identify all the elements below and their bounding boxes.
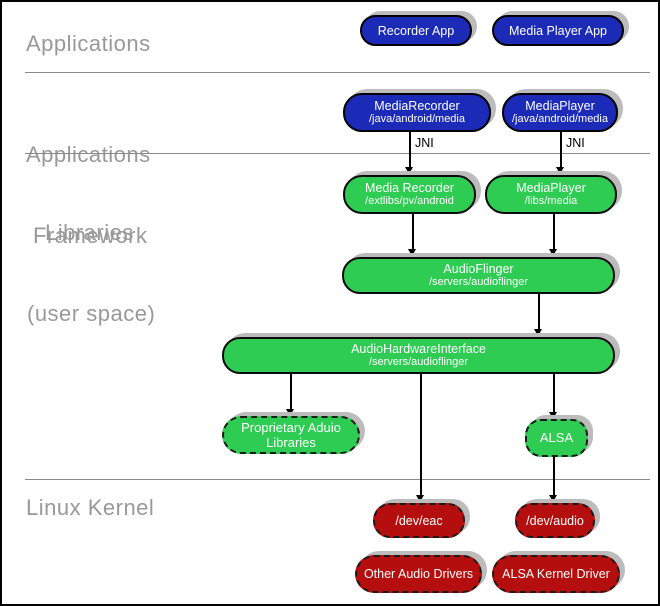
connector-ahi-deveac [420,374,422,496]
node-title: Media Recorder [365,181,454,195]
arrowhead-icon [408,249,416,256]
node-subtitle: /java/android/media [511,113,608,125]
node-alsa-kernel-driver: ALSA Kernel Driver [492,555,620,593]
node-title: AudioHardwareInterface [351,342,486,356]
node-subtitle: /libs/media [524,195,578,207]
layer-divider-1 [25,72,650,73]
layer-divider-2 [25,153,650,154]
node-subtitle: /extlibs/pv/android [365,195,454,207]
arrowhead-icon [286,409,294,416]
node-title: ALSA [539,430,574,445]
node-dev-eac: /dev/eac [373,503,465,538]
layer-label-line: Framework [33,223,148,248]
arrowhead-icon [405,167,413,174]
node-dev-audio: /dev/audio [515,503,595,538]
connector-audioflinger-ahi [538,294,540,331]
layer-label-applications: Applications [26,31,151,56]
connector-ahi-alsa [553,374,555,414]
arrowhead-icon [549,249,557,256]
node-title: /dev/eac [395,513,443,528]
connector-mediaplayer-audioflinger [553,213,555,251]
node-title: MediaPlayer [525,99,595,113]
node-audio-hardware-interface: AudioHardwareInterface /servers/audiofli… [222,337,615,374]
jni-label-left: JNI [415,136,434,150]
layer-label-line: Libraries [45,220,134,245]
node-title: ALSA Kernel Driver [502,567,610,581]
node-subtitle: /java/android/media [368,113,465,125]
connector-alsa-devaudio [553,457,555,497]
layer-label-linux-kernel: Linux Kernel [26,495,155,520]
connector-mediaplayer-jni [560,131,562,169]
layer-label-libraries: Libraries (user space) [27,165,155,381]
arrowhead-icon [556,167,564,174]
node-title: Media Player App [509,23,607,38]
jni-label-right: JNI [566,136,585,150]
layer-divider-3 [25,479,650,480]
node-alsa: ALSA [525,419,588,457]
node-mediaplayer-framework: MediaPlayer /java/android/media [502,93,618,132]
node-audioflinger: AudioFlinger /servers/audioflinger [342,257,615,294]
node-media-recorder-lib: Media Recorder /extlibs/pv/android [343,175,476,214]
arrowhead-icon [416,495,424,502]
node-title: Libraries [266,435,316,450]
node-title: AudioFlinger [443,262,514,276]
node-subtitle: /servers/audioflinger [368,356,469,368]
node-media-player-app: Media Player App [492,15,624,46]
node-proprietary-audio-libraries: Proprietary Aduio Libraries [222,416,360,454]
node-title: /dev/audio [526,513,584,528]
node-title: Other Audio Drivers [363,567,474,581]
node-mediaplayer-lib: MediaPlayer /libs/media [485,175,617,214]
node-mediarecorder-framework: MediaRecorder /java/android/media [343,93,491,132]
node-other-audio-drivers: Other Audio Drivers [355,555,482,593]
node-title: Proprietary Aduio [241,420,341,435]
arrowhead-icon [549,412,557,419]
node-subtitle: /servers/audioflinger [428,276,529,288]
node-title: Recorder App [377,23,455,38]
connector-ahi-proprietary [290,374,292,411]
node-title: MediaRecorder [374,99,460,113]
layer-label-applications-framework: Applications Framework [26,87,151,303]
layer-label-line: (user space) [27,301,156,326]
arrowhead-icon [534,329,542,336]
node-recorder-app: Recorder App [360,15,472,46]
connector-mediarecorder-jni [409,131,411,169]
node-title: MediaPlayer [516,181,586,195]
layer-label-line: Applications [26,142,151,167]
connector-mediarecorder-audioflinger [412,213,414,251]
arrowhead-icon [549,495,557,502]
